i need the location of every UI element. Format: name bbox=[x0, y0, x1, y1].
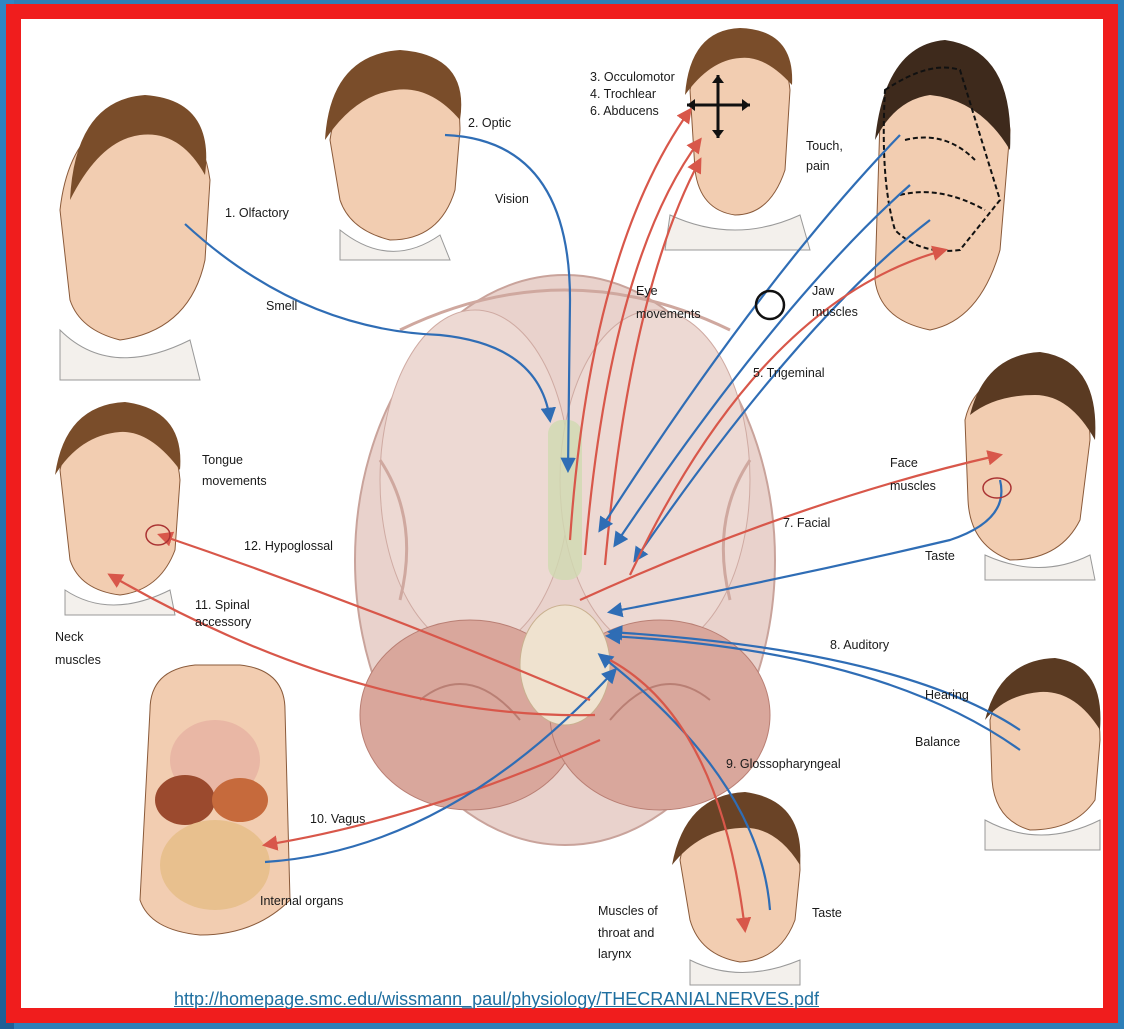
label-jaw-muscles-2: muscles bbox=[812, 305, 858, 319]
face-facial bbox=[965, 352, 1095, 580]
label-jaw-muscles-1: Jaw bbox=[812, 284, 835, 298]
label-trigeminal: 5. Trigeminal bbox=[753, 366, 825, 380]
label-occulomotor: 3. Occulomotor bbox=[590, 70, 675, 84]
label-throat-muscles-3: larynx bbox=[598, 947, 632, 961]
face-hypoglossal bbox=[55, 402, 180, 615]
label-optic: 2. Optic bbox=[468, 116, 511, 130]
label-abducens: 6. Abducens bbox=[590, 104, 659, 118]
label-facial: 7. Facial bbox=[783, 516, 830, 530]
label-neck-muscles-2: muscles bbox=[55, 653, 101, 667]
label-hypoglossal: 12. Hypoglossal bbox=[244, 539, 333, 553]
label-taste-face: Taste bbox=[925, 549, 955, 563]
label-trochlear: 4. Trochlear bbox=[590, 87, 656, 101]
label-vision: Vision bbox=[495, 192, 529, 206]
label-tongue-movements-1: Tongue bbox=[202, 453, 243, 467]
label-touch-pain-2: pain bbox=[806, 159, 830, 173]
label-eye-movements-2: movements bbox=[636, 307, 701, 321]
face-trigeminal bbox=[875, 40, 1010, 330]
face-olfactory bbox=[60, 95, 210, 380]
label-auditory: 8. Auditory bbox=[830, 638, 890, 652]
trigeminal-loop-marker bbox=[756, 291, 784, 319]
face-eye-movements bbox=[665, 28, 810, 250]
label-spinal-accessory-1: 11. Spinal bbox=[195, 598, 250, 612]
face-glossopharyngeal bbox=[672, 792, 800, 985]
label-tongue-movements-2: movements bbox=[202, 474, 267, 488]
label-neck-muscles-1: Neck bbox=[55, 630, 84, 644]
source-link[interactable]: http://homepage.smc.edu/wissmann_paul/ph… bbox=[174, 989, 819, 1010]
face-auditory bbox=[985, 658, 1100, 850]
label-hearing: Hearing bbox=[925, 688, 969, 702]
label-balance: Balance bbox=[915, 735, 960, 749]
label-smell: Smell bbox=[266, 299, 297, 313]
label-eye-movements-1: Eye bbox=[636, 284, 658, 298]
label-touch-pain-1: Touch, bbox=[806, 139, 843, 153]
label-throat-muscles-1: Muscles of bbox=[598, 904, 658, 918]
label-face-muscles-2: muscles bbox=[890, 479, 936, 493]
label-glossopharyngeal: 9. Glossopharyngeal bbox=[726, 757, 841, 771]
label-spinal-accessory-2: accessory bbox=[195, 615, 252, 629]
brain-illustration bbox=[355, 275, 775, 845]
label-throat-muscles-2: throat and bbox=[598, 926, 654, 940]
label-olfactory: 1. Olfactory bbox=[225, 206, 290, 220]
label-face-muscles-1: Face bbox=[890, 456, 918, 470]
label-taste-throat: Taste bbox=[812, 906, 842, 920]
label-vagus: 10. Vagus bbox=[310, 812, 365, 826]
label-internal-organs: Internal organs bbox=[260, 894, 343, 908]
face-optic bbox=[325, 50, 461, 260]
